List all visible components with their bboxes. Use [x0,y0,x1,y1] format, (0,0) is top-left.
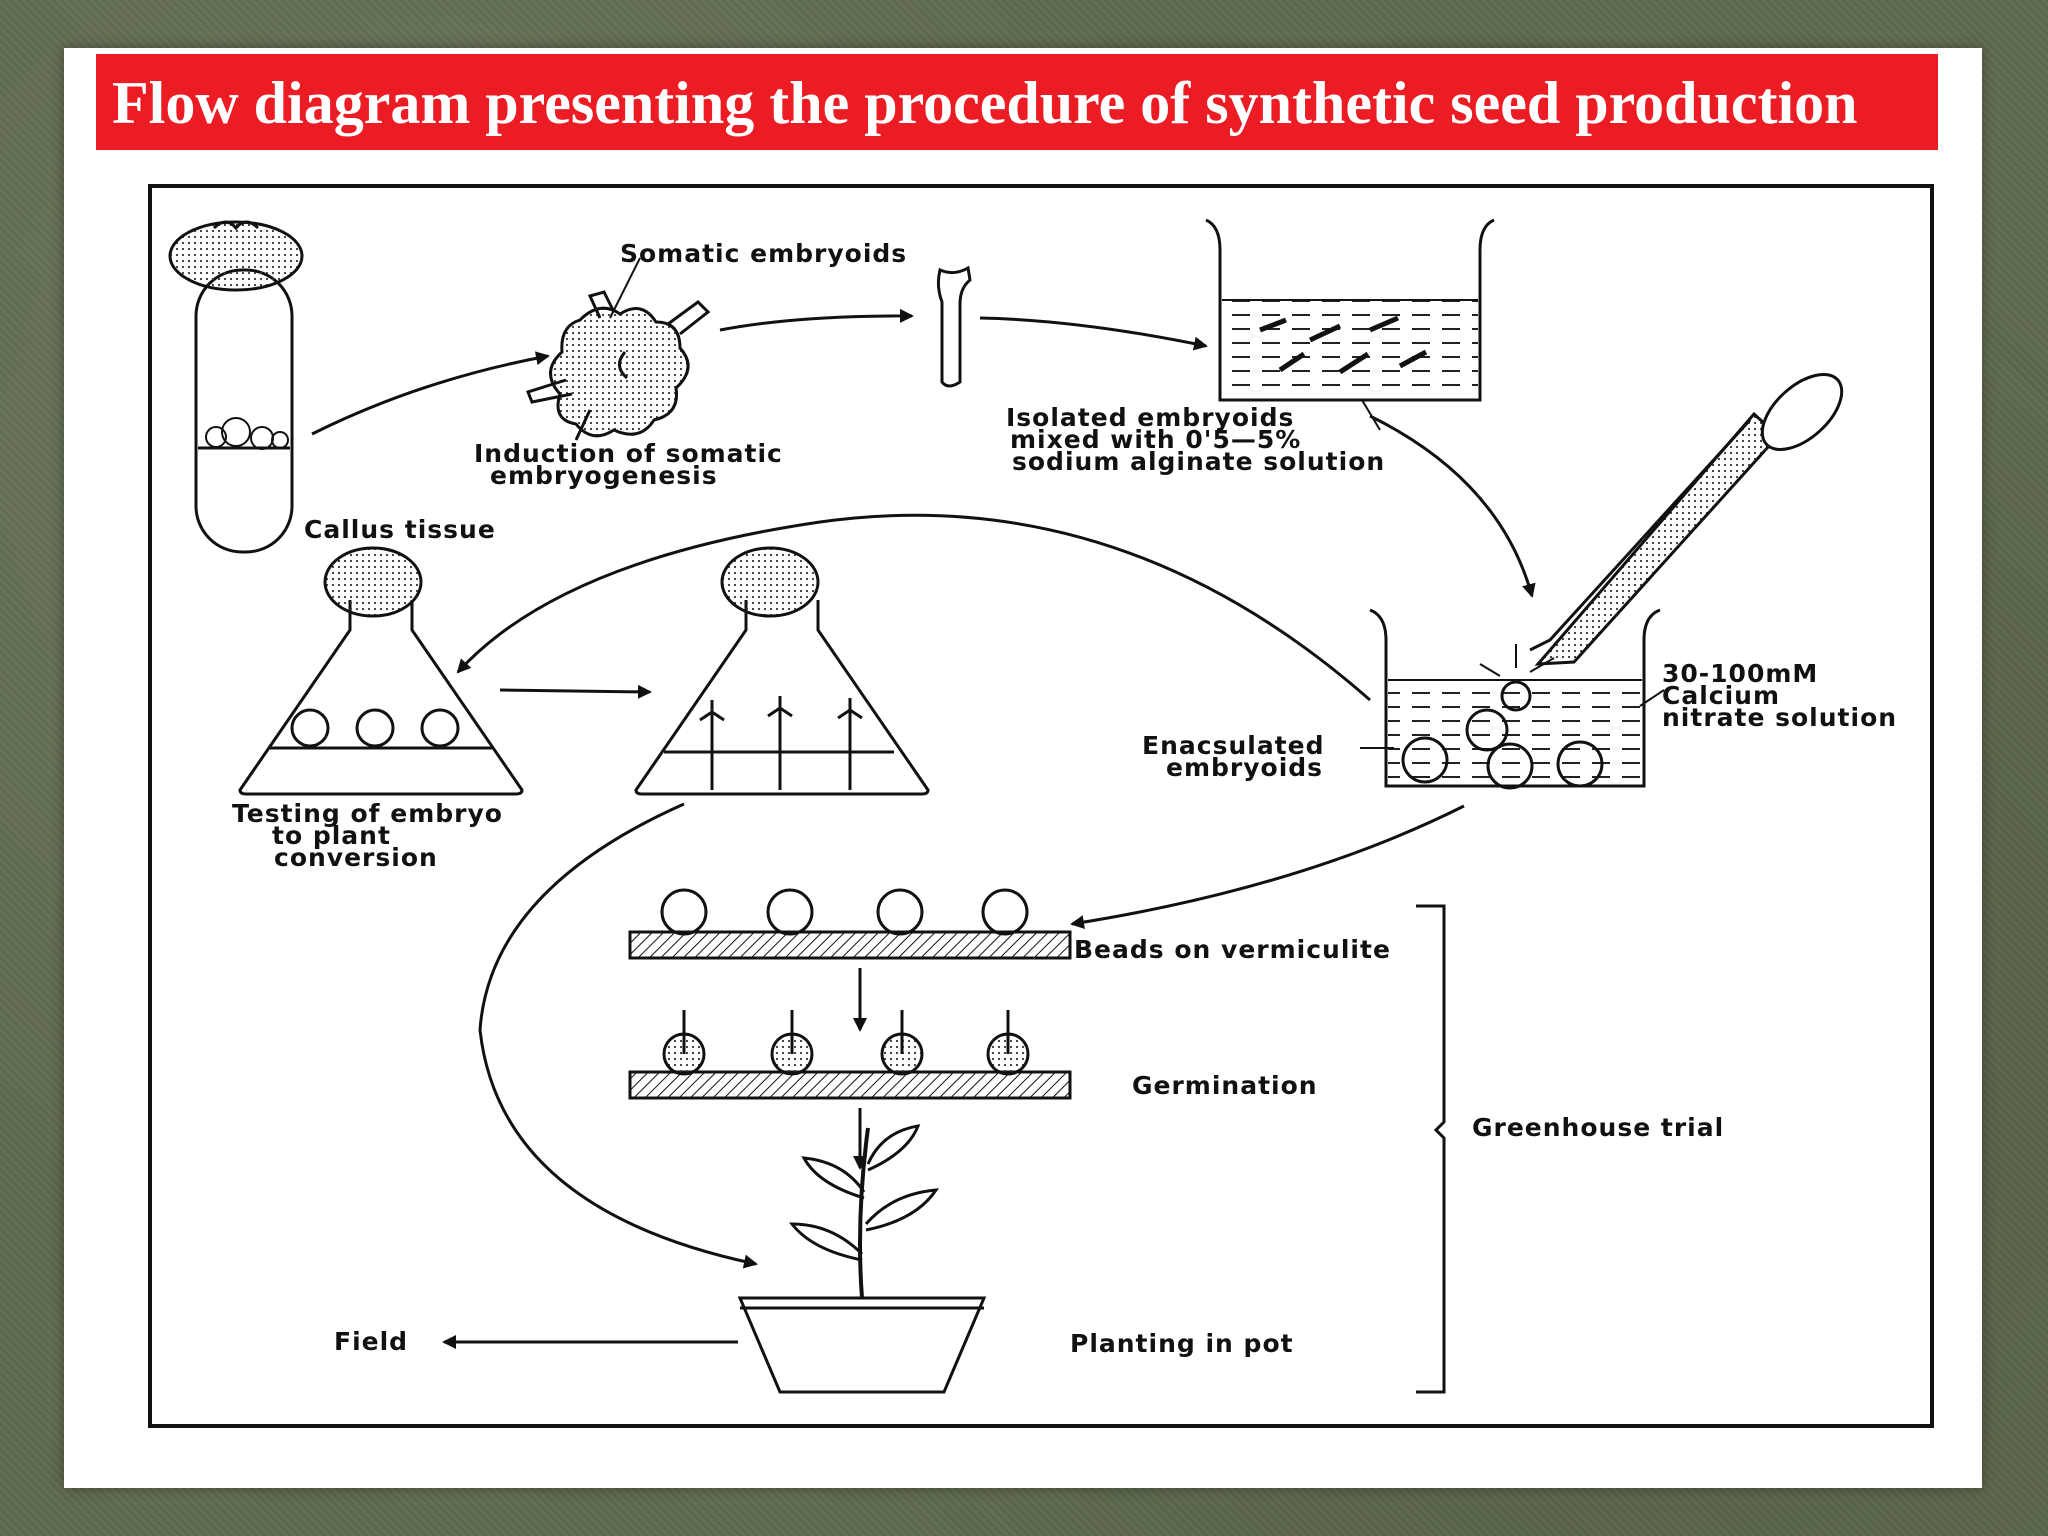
label-calcium-1: 30-100mM [1662,659,1818,688]
label-isolated-2: mixed with 0'5—5% [1010,425,1301,454]
slide-canvas [64,48,1982,1488]
label-somatic-embryoids: Somatic embryoids [620,239,907,268]
label-encapsulated-1: Enacsulated [1142,731,1324,760]
beaker-alginate-icon [1205,218,1495,402]
label-field: Field [334,1327,408,1356]
flow-arrows [311,308,1536,1349]
label-testing-3: conversion [274,843,438,872]
label-isolated-1: Isolated embryoids [1006,403,1294,432]
potted-plant-icon [737,1124,987,1394]
label-greenhouse: Greenhouse trial [1472,1113,1724,1142]
label-encapsulated-2: embryoids [1166,753,1323,782]
arrow-embryoid-to-beaker [979,316,1208,351]
label-testing-2: to plant [272,821,391,850]
flask-testing-icon [238,546,524,796]
diagram-frame [148,184,1934,1428]
label-calcium-3: nitrate solution [1662,703,1897,732]
page-title: Flow diagram presenting the procedure of… [112,70,1858,136]
dropper-icon [1529,373,1844,666]
arrow-callus-to-induction [311,351,550,436]
title-bar [96,54,1938,150]
label-testing-1: Testing of embryo [232,799,503,828]
embryoid-icon [936,265,972,388]
label-germination: Germination [1132,1071,1318,1100]
flask-plantlets-icon [634,546,930,796]
arrow-calcium-to-beads [1070,804,1465,930]
bead-tray-icon [628,888,1072,960]
arrow-plantlets-to-pot [478,802,758,1269]
label-isolated-3: sodium alginate solution [1012,447,1385,476]
label-induction-1: Induction of somatic [474,439,783,468]
label-callus-tissue: Callus tissue [304,515,496,544]
arrow-testing-to-plantlets [499,684,652,699]
label-induction-2: embryogenesis [490,461,718,490]
greenhouse-brace [1416,904,1446,1394]
label-planting: Planting in pot [1070,1329,1294,1358]
beaker-calcium-icon [1369,608,1661,790]
arrow-induction-to-embryoid [719,308,914,332]
callus-mass-icon [526,257,711,441]
arrow-calcium-to-testing [456,513,1371,702]
germination-tray-icon [628,1010,1072,1100]
label-calcium-2: Calcium [1662,681,1780,710]
label-beads: Beads on vermiculite [1074,935,1391,964]
test-tube-icon [168,220,304,554]
arrow-beaker-to-calcium [1369,414,1536,598]
